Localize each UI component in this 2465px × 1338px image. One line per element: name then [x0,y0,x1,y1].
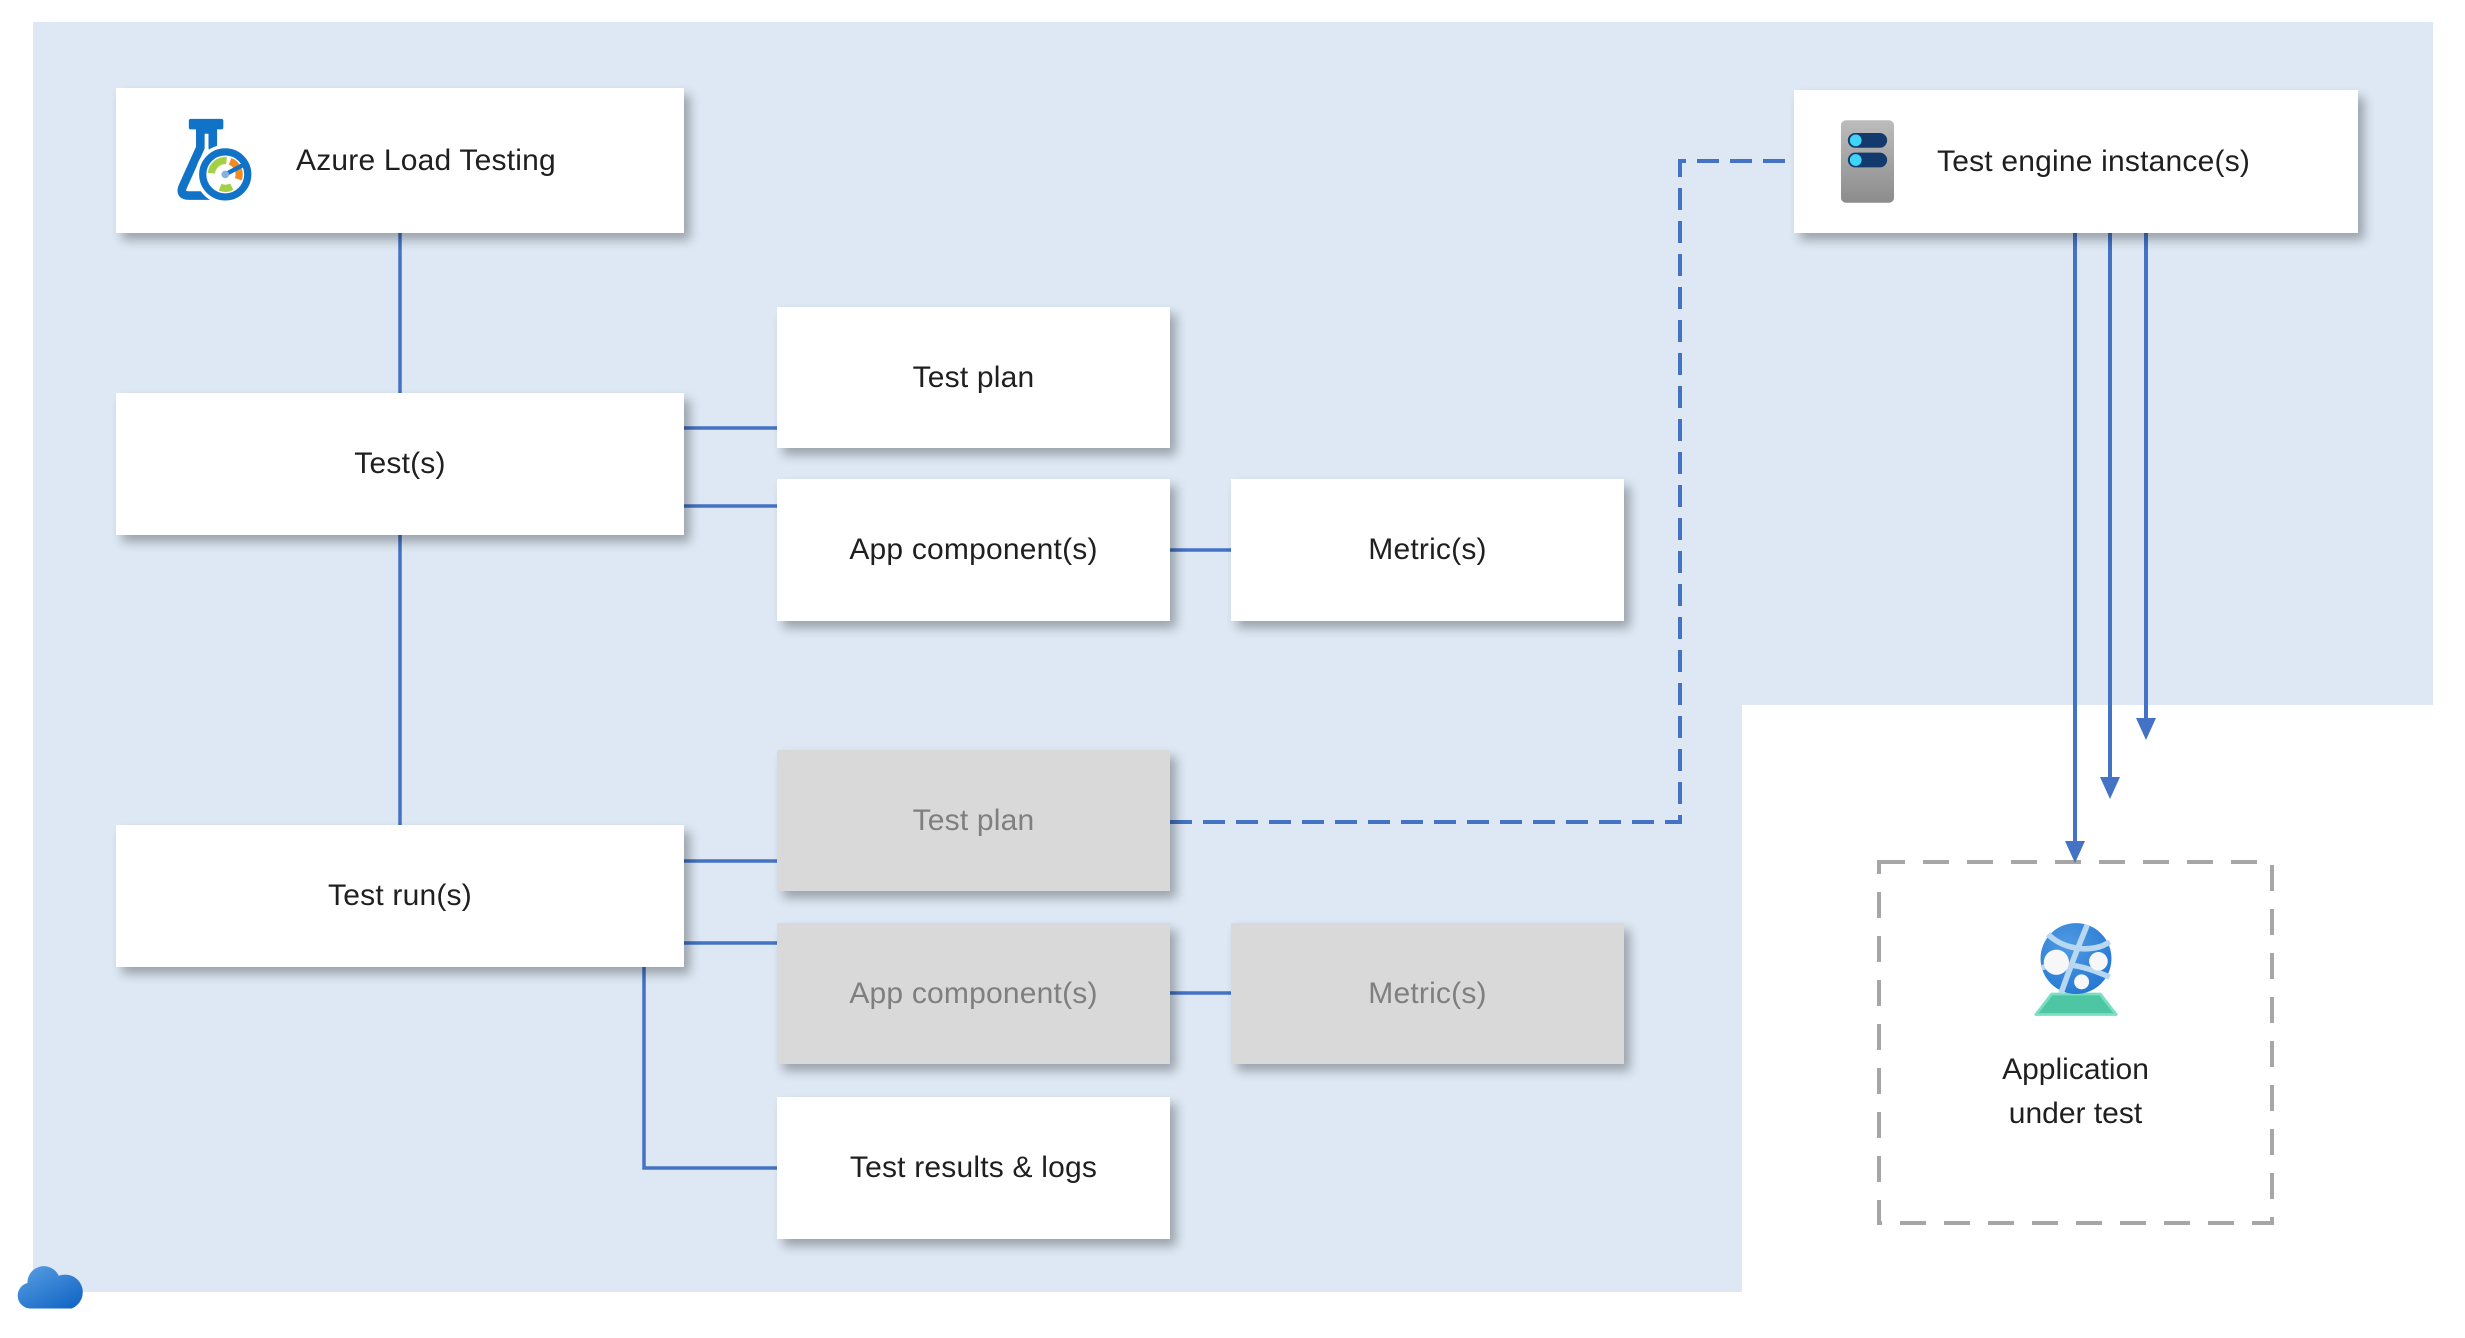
load-arrows [2065,233,2156,863]
application-under-test-dashed-border [1877,860,2274,1225]
load-testing-flask-gauge-icon [177,118,254,204]
node-metrics: Metric(s) [1231,479,1624,621]
node-azure-load-testing: Azure Load Testing [116,88,684,233]
node-test-results-label: Test results & logs [849,1151,1098,1184]
node-test-runs: Test run(s) [116,825,684,967]
node-test-plan-label: Test plan [912,360,1035,394]
node-run-test-plan-label: Test plan [912,803,1035,837]
node-run-metrics: Metric(s) [1231,923,1624,1064]
node-test-results: Test results & logs [777,1097,1170,1239]
cloud-icon [17,1266,83,1309]
node-app-components-label: App component(s) [849,533,1098,566]
node-test-runs-label: Test run(s) [328,879,472,912]
node-application-under-test: Application under test [1879,862,2272,1223]
node-run-app-components: App component(s) [777,923,1170,1064]
node-test-plan: Test plan [777,307,1170,448]
load-arrow-head-1 [2065,841,2085,863]
load-arrow-head-2 [2100,777,2120,799]
node-tests-label: Test(s) [354,447,446,480]
load-arrow-head-3 [2136,718,2156,740]
node-test-engine: Test engine instance(s) [1794,90,2358,233]
server-rack-icon [1840,120,1895,203]
node-tests: Test(s) [116,393,684,535]
node-metrics-label: Metric(s) [1368,533,1487,566]
connector-test-runs-to-test-results [642,967,777,1170]
web-app-globe-icon [2033,922,2118,1016]
connector-run-test-plan-to-test-engine-dashed [1170,159,1794,824]
node-run-metrics-label: Metric(s) [1368,976,1487,1010]
node-azure-load-testing-label: Azure Load Testing [296,143,556,177]
node-run-test-plan: Test plan [777,750,1170,891]
node-run-app-components-label: App component(s) [849,976,1098,1010]
node-test-engine-label: Test engine instance(s) [1937,144,2251,178]
node-app-components: App component(s) [777,479,1170,621]
node-application-under-test-label-line2: under test [2008,1096,2143,1130]
node-application-under-test-label-line1: Application [2002,1052,2149,1086]
